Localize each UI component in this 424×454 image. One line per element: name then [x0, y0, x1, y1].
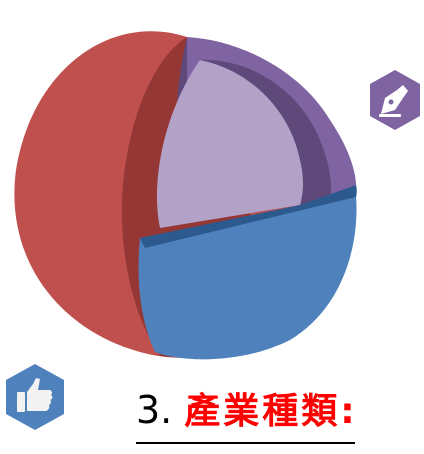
sphere-core-cut-edge: [140, 185, 357, 248]
thumbs-up-icon: [17, 378, 53, 412]
caption-colon: :: [340, 391, 355, 432]
sphere-mantle-rim: [200, 59, 332, 206]
sphere-mantle-face: [156, 60, 304, 228]
fountain-pen-icon: [379, 85, 408, 117]
section-caption: 3. 產業種類 :: [136, 378, 355, 444]
caption-number: 3.: [136, 388, 173, 432]
pen-badge[interactable]: [367, 68, 423, 132]
caption-title: 產業種類: [184, 391, 341, 432]
thumbs-up-badge[interactable]: [3, 362, 67, 432]
